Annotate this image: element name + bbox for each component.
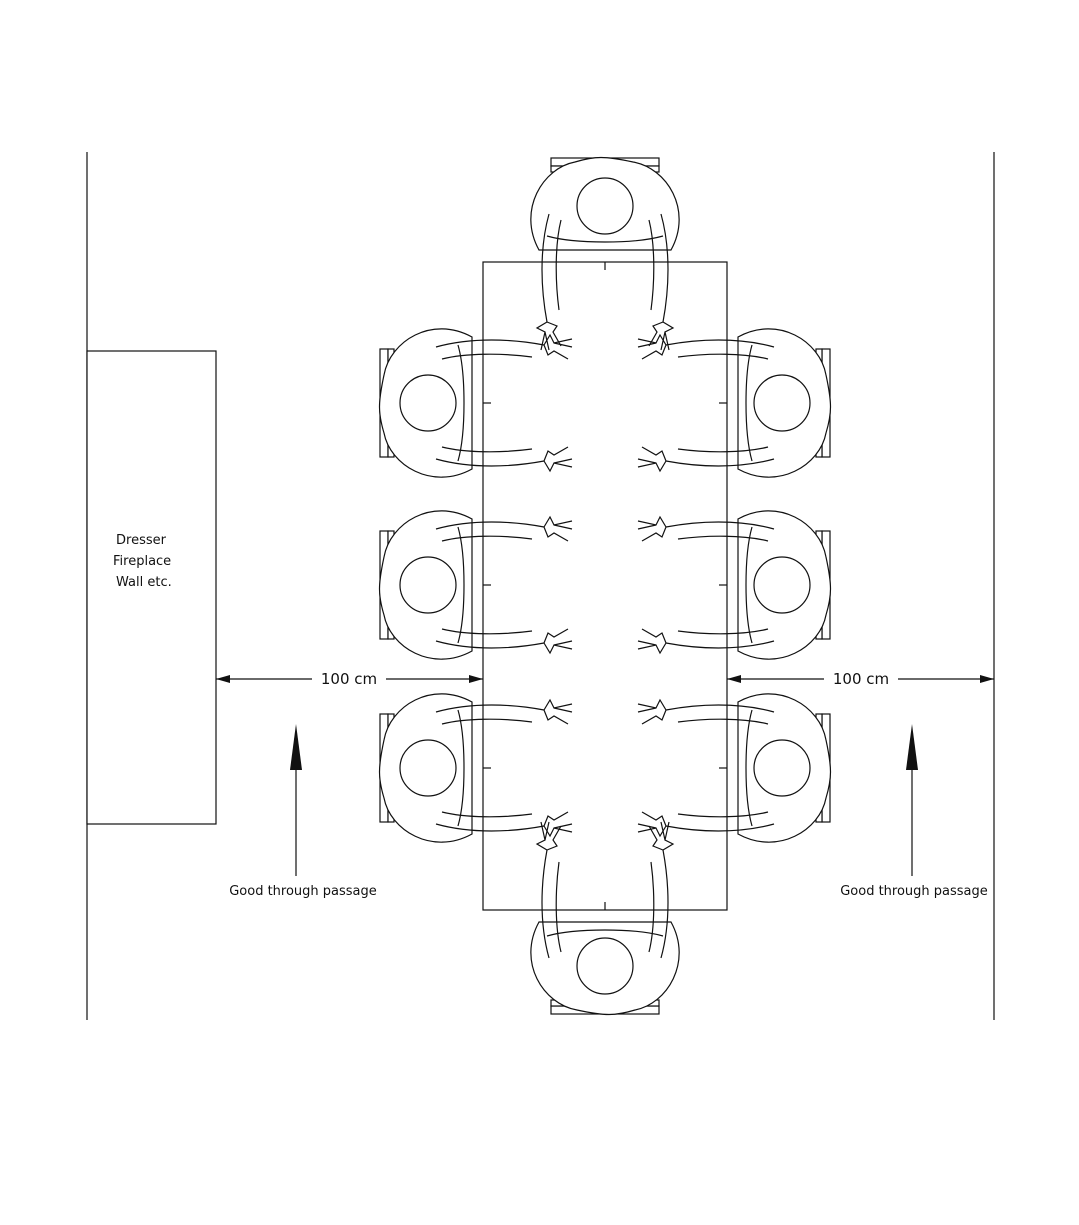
- left-dimension: 100 cm: [216, 670, 483, 688]
- dresser-block: [86, 350, 217, 825]
- right-dimension-label: 100 cm: [833, 670, 889, 688]
- dresser-label-line2: Fireplace: [113, 554, 171, 569]
- dresser-label-line3: Wall etc.: [116, 575, 172, 590]
- right-passage-label: Good through passage: [840, 884, 988, 899]
- right-dimension: 100 cm: [727, 670, 994, 688]
- left-passage-arrow: [290, 724, 302, 876]
- left-passage-label: Good through passage: [229, 884, 377, 899]
- left-dimension-label: 100 cm: [321, 670, 377, 688]
- dresser-label-line1: Dresser: [116, 533, 167, 548]
- right-passage-arrow: [906, 724, 918, 876]
- dining-table: [482, 261, 728, 911]
- place-markers: [483, 262, 727, 910]
